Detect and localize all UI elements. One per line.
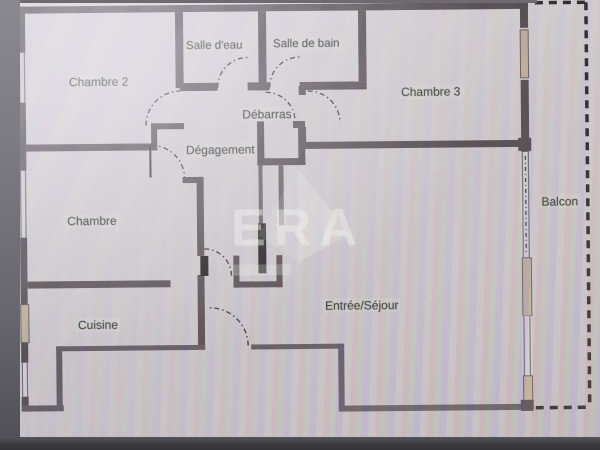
photo-edge-left (0, 0, 20, 450)
room-label-chambre-2: Chambre 2 (66, 74, 131, 90)
room-label-cuisine: Cuisine (75, 317, 121, 333)
room-label-salle-de-bain: Salle de bain (270, 36, 342, 52)
walls-thin (21, 165, 532, 412)
photo-edge-top (0, 0, 537, 3)
room-label-salle-d-eau: Salle d'eau (183, 38, 245, 54)
room-label-degagement: Dégagement (183, 142, 257, 158)
photo-edge-bottom (0, 437, 600, 450)
door-leaves (200, 223, 267, 276)
room-label-balcon: Balcon (539, 194, 581, 209)
room-label-debarras: Débarras (240, 107, 294, 122)
room-label-chambre: Chambre (65, 213, 119, 229)
room-label-entree-sejour: Entrée/Séjour (323, 298, 401, 313)
watermark-logo-shape (258, 168, 351, 263)
room-label-chambre-3: Chambre 3 (398, 84, 463, 100)
